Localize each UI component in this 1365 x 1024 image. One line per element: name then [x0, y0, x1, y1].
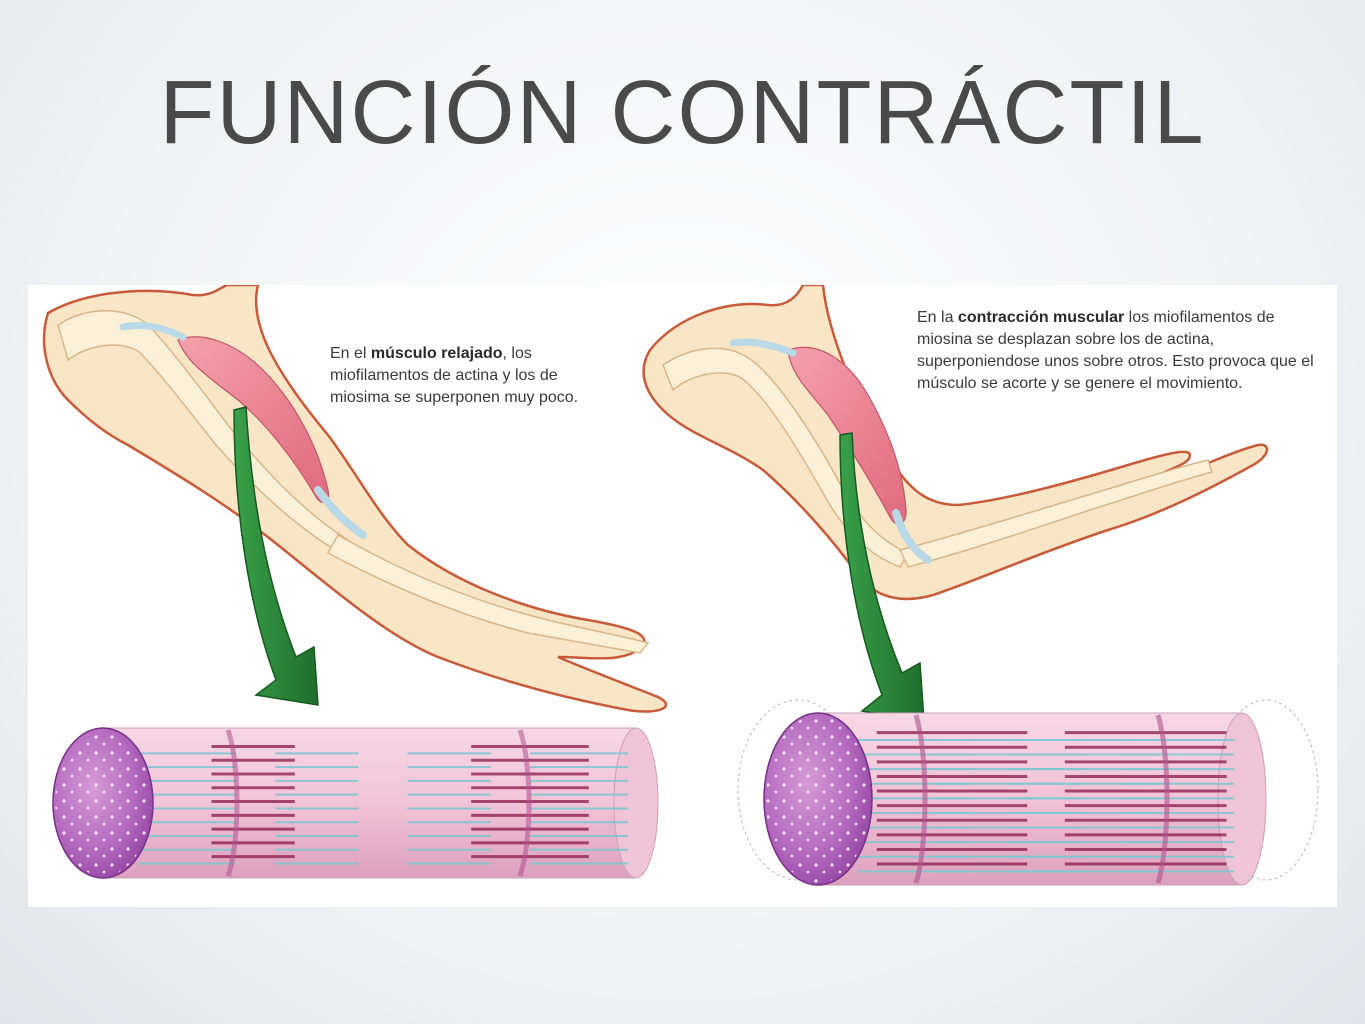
relaxed-tendon	[314, 486, 367, 539]
illustration	[42, 285, 1319, 886]
contracted-forearm-bones	[898, 459, 1213, 568]
relaxed-down-arrow	[233, 406, 319, 706]
relaxed-caption-bold: músculo relajado	[370, 345, 503, 362]
relaxed-fiber-far-end	[613, 727, 659, 879]
contracted-z-line-2	[1155, 714, 1170, 884]
relaxed-shoulder-tendon	[119, 321, 187, 341]
relaxed-z-line-1	[225, 729, 240, 877]
contracted-caption: En la contracción muscular los miofilame…	[917, 307, 1317, 395]
relaxed-muscle-fiber	[52, 727, 659, 879]
contracted-shoulder-tendon	[729, 338, 797, 357]
relaxed-caption-post: , los miofilamentos de actina y los de m…	[330, 345, 579, 406]
contracted-caption-pre: En la	[917, 309, 958, 326]
slide-title: FUNCIÓN CONTRÁCTIL	[159, 63, 1206, 163]
contracted-filaments	[858, 731, 1234, 873]
contracted-caption-bold: contracción muscular	[957, 309, 1125, 326]
muscle-contraction-figure: En el músculo relajado, los miofilamento…	[28, 285, 1337, 907]
relaxed-forearm-bones	[326, 533, 650, 654]
relaxed-z-line-2	[517, 729, 532, 877]
relaxed-arm	[42, 285, 668, 713]
relaxed-filaments	[138, 744, 628, 865]
contracted-caption-post: los miofilamentos de miosina se desplaza…	[917, 309, 1314, 392]
contracted-tendon	[892, 509, 932, 564]
contracted-fiber-cross-section-dots	[766, 715, 870, 883]
contracted-z-line-1	[913, 714, 928, 884]
relaxed-caption-pre: En el	[330, 345, 371, 362]
relaxed-caption: En el músculo relajado, los miofilamento…	[330, 343, 600, 409]
contracted-fiber-ghost-right	[1213, 699, 1319, 881]
relaxed-fiber-cross-section-dots	[55, 730, 151, 876]
contracted-muscle-fiber	[737, 699, 1319, 886]
